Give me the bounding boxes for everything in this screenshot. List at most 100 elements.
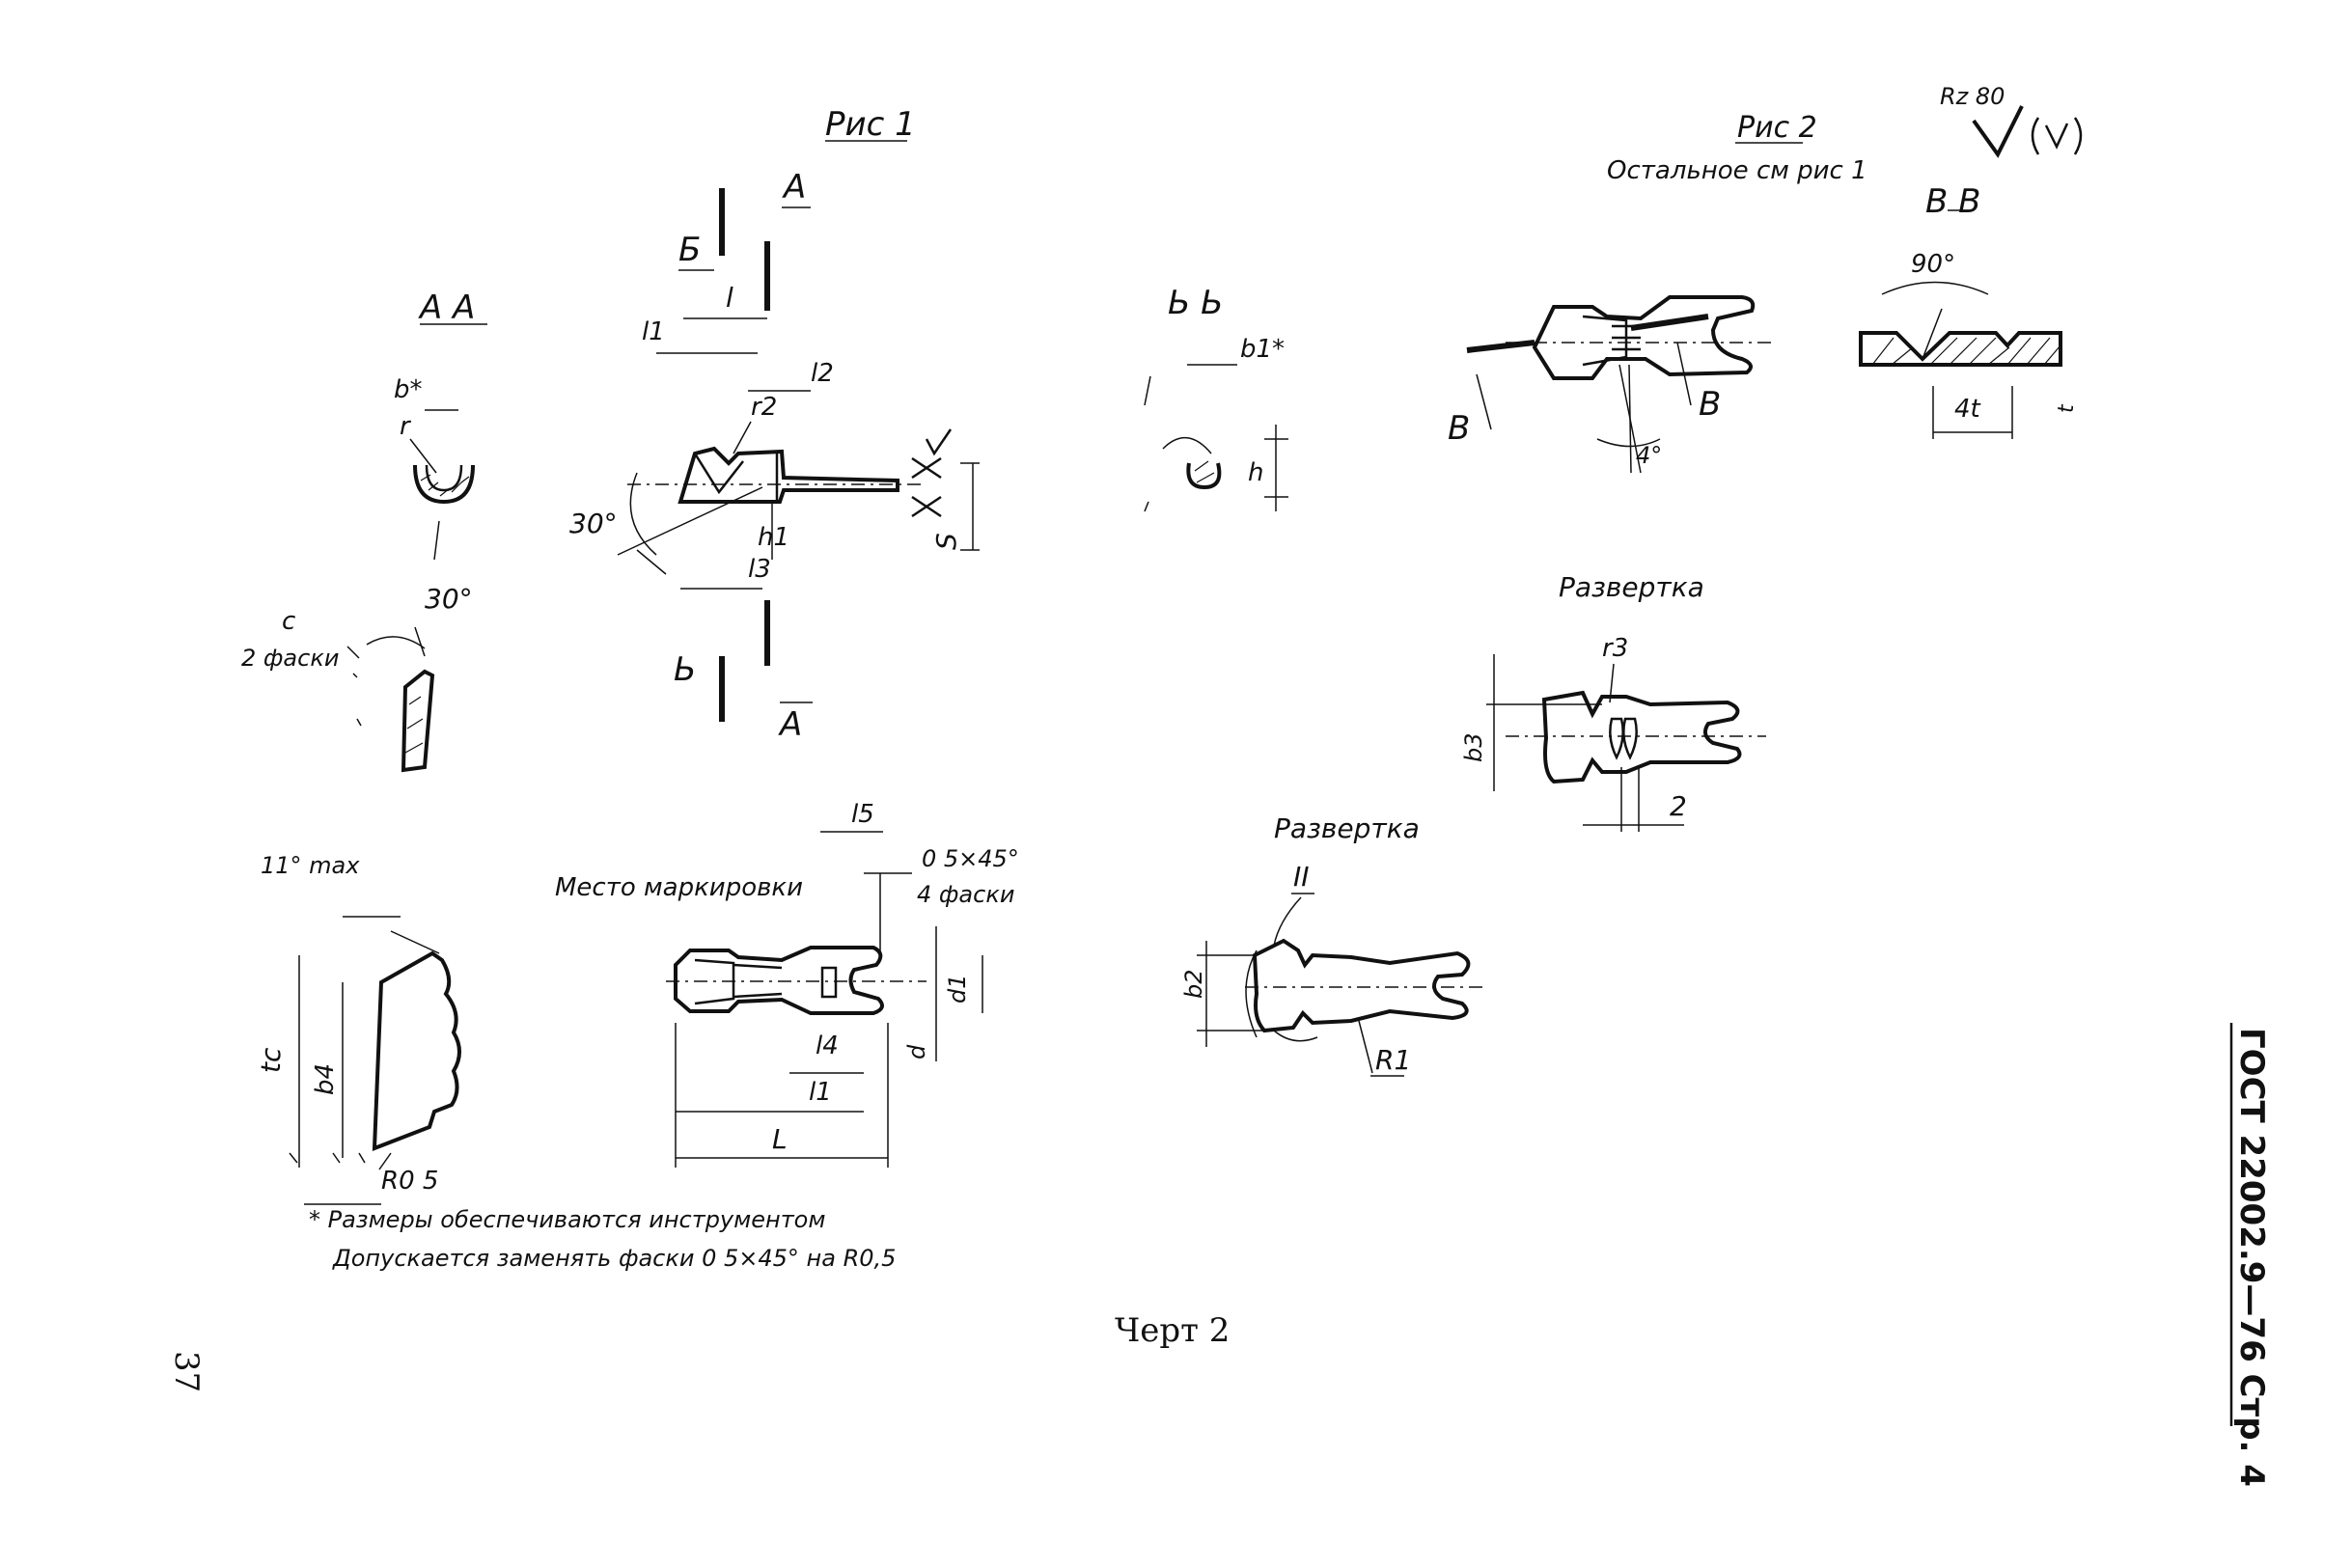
angle-30-chamfer-label: 30° — [425, 583, 473, 615]
angle-4-label: 4° — [1636, 442, 1662, 469]
bb-profile-hatch — [1194, 460, 1215, 483]
vv-angle-leader — [1922, 308, 1943, 360]
pin-profile-outline — [678, 446, 899, 504]
fig2-serrations — [1612, 324, 1641, 351]
dim-c-label: с — [282, 607, 295, 636]
section-bb-view: Ь Ь b1* h — [1144, 284, 1288, 512]
detail-left-angle-note: 11° max — [261, 852, 360, 879]
drawing-caption: Черт 2 — [1115, 1311, 1230, 1350]
chamfer-detail: 30° с 2 фаски — [241, 583, 473, 773]
roughness-check-icon — [1972, 105, 2024, 158]
dim-h-label: h — [1248, 458, 1263, 487]
label-b-bottom: Ь — [674, 650, 696, 689]
label-v-left-leader — [1476, 373, 1492, 430]
aa-u-profile-inner — [425, 464, 463, 492]
angle-90-label: 90° — [1911, 250, 1955, 279]
marker-leader — [1273, 896, 1302, 947]
fig2-group: Рис 2 Остальное см рис 1 Rz 80 В В 90° 4… — [1448, 83, 2083, 474]
dim-l-label: l — [726, 282, 733, 314]
fig2-section-mark-left — [1466, 340, 1535, 353]
detail-middle-marking-slot — [820, 966, 838, 999]
razvertka-bottom-title: Развертка — [1274, 812, 1420, 844]
marking-note-label: Место маркировки — [555, 873, 803, 902]
fig2-contact-outline — [1532, 295, 1756, 380]
detail-left-ticks — [289, 1152, 366, 1164]
angle-30-leader — [617, 486, 763, 556]
page-number: 37 — [167, 1351, 206, 1392]
fig1-main-view: А Б l l1 l2 r2 h1 S 30° l3 — [569, 168, 980, 744]
standard-header: ГОСТ 22002.9—76 Стр. 4 — [2232, 1028, 2271, 1487]
bb-u-profile — [1186, 462, 1222, 490]
dim-t-label: t — [2055, 403, 2079, 413]
dim-h1-label: h1 — [758, 523, 789, 552]
chamfer-dim-label: 0 5×45° — [922, 845, 1019, 872]
dim-l5-label: l5 — [851, 800, 874, 829]
razvertka-bottom-arcs — [1245, 949, 1318, 1042]
fig2-contact-inner — [1582, 315, 1628, 367]
bb-profile-arc — [1162, 436, 1212, 454]
dim-big-l-label: L — [772, 1123, 788, 1155]
razvertka-bottom-group: Развертка II b2 R1 — [1180, 812, 1486, 1077]
label-b-top: Б — [678, 231, 701, 269]
dim-r05-leader — [378, 1152, 392, 1170]
dim-l1-mid-label: l1 — [809, 1078, 832, 1107]
razvertka-top-title: Развертка — [1559, 571, 1704, 603]
angle-90-arc — [1881, 281, 1989, 295]
chamfer-angle-arc — [346, 636, 426, 659]
detail-middle-group: Место маркировки l5 0 5×45° 4 фаски d1 d… — [555, 800, 1019, 1168]
chamfer-count-label: 4 фаски — [917, 881, 1014, 908]
detail-left-group: 11° max tc b4 R0 5 — [255, 852, 461, 1196]
detail-left-angle-line — [390, 930, 440, 954]
chamfer-note-label: 2 фаски — [241, 645, 339, 672]
bb-tick-top — [1144, 375, 1151, 406]
dim-tc-label: tc — [255, 1047, 287, 1073]
razvertka-top-group: Развертка r3 b3 2 — [1460, 571, 1766, 832]
dim-r1-label: R1 — [1375, 1044, 1411, 1076]
fig2-section-mark-right — [1630, 314, 1709, 331]
dim-b1-star-label: b1* — [1240, 335, 1285, 364]
razvertka-bottom-outline — [1252, 938, 1471, 1033]
dim-r05-label: R0 5 — [381, 1167, 438, 1196]
angle-30-left-label: 30° — [569, 508, 618, 539]
angle-30-tick — [636, 549, 667, 575]
dim-d-label: d — [903, 1044, 930, 1059]
dim-l1-label: l1 — [642, 317, 665, 346]
dim-l3-label: l3 — [748, 555, 771, 584]
dim-l2-label: l2 — [811, 359, 834, 388]
dim-r2-label: r2 — [751, 393, 777, 422]
footnote-line2: Допускается заменять фаски 0 5×45° на R0… — [332, 1245, 896, 1272]
dim-r-leader — [409, 438, 437, 474]
section-aa-label: А А — [418, 289, 475, 327]
angle-4-leader-right — [1628, 364, 1632, 474]
dim-b2-label: b2 — [1180, 969, 1207, 999]
dim-2-label: 2 — [1670, 790, 1687, 822]
razvertka-top-outline — [1541, 690, 1742, 784]
dim-l4-label: l4 — [816, 1032, 839, 1060]
razvertka-top-slots — [1609, 717, 1638, 760]
dim-b4-label: b4 — [311, 1063, 340, 1095]
pin-end-check-mark — [925, 428, 953, 456]
dim-r1-leader — [1358, 1020, 1373, 1074]
chamfer-blade-hatch — [404, 696, 424, 754]
label-v-left: В — [1448, 409, 1470, 448]
roughness-label: Rz 80 — [1940, 83, 2005, 110]
chamfer-angle-tick — [414, 626, 426, 657]
fig2-subtitle: Остальное см рис 1 — [1607, 156, 1867, 185]
fig1-title: Рис 1 — [825, 105, 916, 144]
aa-profile-hatch — [420, 474, 470, 497]
pin-end-cross-mark — [911, 456, 942, 518]
label-a-top: А — [782, 168, 806, 206]
section-aa-view: А А b* r — [394, 289, 487, 561]
section-vv-label: В В — [1925, 182, 1980, 221]
dim-4t-label: 4t — [1954, 395, 1981, 424]
vv-section-outline — [1859, 331, 2062, 367]
footnote-group: * Размеры обеспечиваются инструментом До… — [304, 1203, 896, 1272]
fig1-title-group: Рис 1 — [825, 105, 916, 144]
vv-section-hatch — [1871, 337, 2061, 366]
dim-r2-leader — [733, 421, 752, 454]
label-a-bottom: А — [778, 705, 802, 744]
aa-center-tick — [433, 520, 440, 561]
roughness-bracket-check-icon — [2031, 117, 2083, 155]
bb-tick-bottom — [1144, 501, 1149, 512]
detail-middle-inner — [694, 958, 783, 1005]
